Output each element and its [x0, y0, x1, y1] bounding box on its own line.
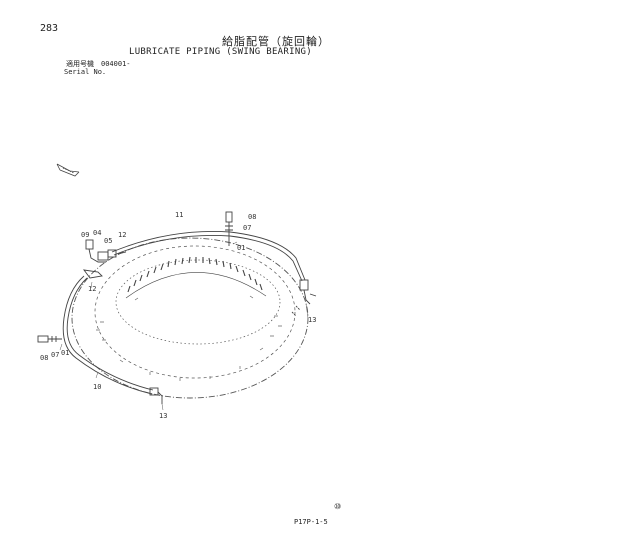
- callout-04: 04: [93, 229, 101, 237]
- serial-label-english: Serial No.: [64, 68, 107, 76]
- gear-teeth: [125, 256, 267, 299]
- serial-value: 004001-: [101, 60, 131, 68]
- callout-07-left: 07: [51, 351, 59, 359]
- pipe-10: [62, 275, 154, 395]
- callout-05: 05: [104, 237, 112, 245]
- fitting-13-right: [291, 279, 317, 317]
- callout-12-left: 12: [88, 285, 96, 293]
- grease-fitting-left: [37, 335, 62, 343]
- title-english: LUBRICATE PIPING (SWING BEARING): [129, 47, 312, 57]
- callout-10: 10: [93, 383, 101, 391]
- callout-07-top: 07: [243, 224, 251, 232]
- page-number: 283: [40, 23, 59, 34]
- ring-detail-marks: [96, 295, 282, 381]
- fitting-cluster-left: [82, 239, 127, 279]
- pipe-11: [111, 230, 306, 282]
- orientation-arrow-icon: [56, 163, 80, 177]
- callout-09: 09: [81, 231, 89, 239]
- callout-01-left: 01: [61, 349, 69, 357]
- grease-fitting-top: [225, 211, 233, 246]
- footer-code: P17P-1-5: [294, 518, 328, 526]
- callout-01-top: 01: [237, 244, 245, 252]
- title-japanese: 給脂配管（旋回輪）: [222, 35, 330, 48]
- callout-08-top: 08: [248, 213, 256, 221]
- callout-08-left: 08: [40, 354, 48, 362]
- swing-bearing-ring: [71, 237, 309, 399]
- leader-lines: [59, 241, 309, 411]
- callout-12-top: 12: [118, 231, 126, 239]
- serial-label-japanese: 適用号機: [66, 60, 94, 68]
- fitting-13-bottom: [149, 387, 163, 404]
- callout-13-right: 13: [308, 316, 316, 324]
- callout-13-bottom: 13: [159, 412, 167, 420]
- revision-mark: ⑩: [334, 502, 342, 511]
- callout-11: 11: [175, 211, 183, 219]
